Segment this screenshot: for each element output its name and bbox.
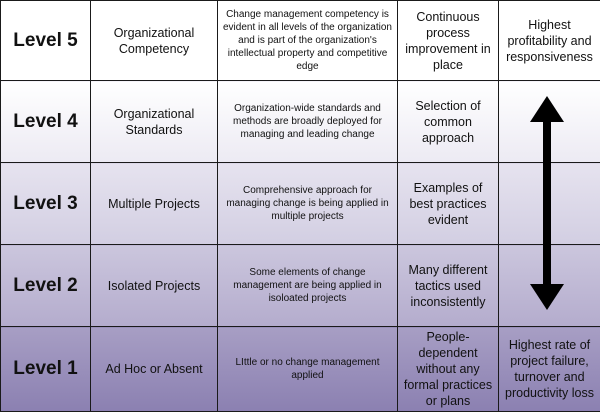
level-name: Level 1 [1, 327, 91, 412]
row-level-2: Level 2 Isolated Projects Some elements … [1, 245, 600, 327]
level-description: Comprehensive approach for managing chan… [218, 163, 398, 245]
double-headed-arrow-icon [530, 96, 564, 310]
level-name: Level 3 [1, 163, 91, 245]
row-level-1: Level 1 Ad Hoc or Absent LIttle or no ch… [1, 327, 600, 412]
level-name: Level 5 [1, 1, 91, 81]
level-label: Ad Hoc or Absent [91, 327, 218, 412]
level-description: Organization-wide standards and methods … [218, 81, 398, 163]
level-label: Multiple Projects [91, 163, 218, 245]
level-description: LIttle or no change management applied [218, 327, 398, 412]
level-name: Level 2 [1, 245, 91, 327]
outcome-cell: Highest rate of project failure, turnove… [499, 327, 600, 412]
process-cell: Continuous process improvement in place [398, 1, 499, 81]
level-description: Change management competency is evident … [218, 1, 398, 81]
row-level-4: Level 4 Organizational Standards Organiz… [1, 81, 600, 163]
outcome-cell: Highest profitability and responsiveness [499, 1, 600, 81]
level-description: Some elements of change management are b… [218, 245, 398, 327]
level-name: Level 4 [1, 81, 91, 163]
process-cell: People-dependent without any formal prac… [398, 327, 499, 412]
row-level-5: Level 5 Organizational Competency Change… [1, 1, 600, 81]
process-cell: Examples of best practices evident [398, 163, 499, 245]
level-label: Isolated Projects [91, 245, 218, 327]
process-cell: Selection of common approach [398, 81, 499, 163]
process-cell: Many different tactics used inconsistent… [398, 245, 499, 327]
row-level-3: Level 3 Multiple Projects Comprehensive … [1, 163, 600, 245]
level-label: Organizational Competency [91, 1, 218, 81]
level-label: Organizational Standards [91, 81, 218, 163]
